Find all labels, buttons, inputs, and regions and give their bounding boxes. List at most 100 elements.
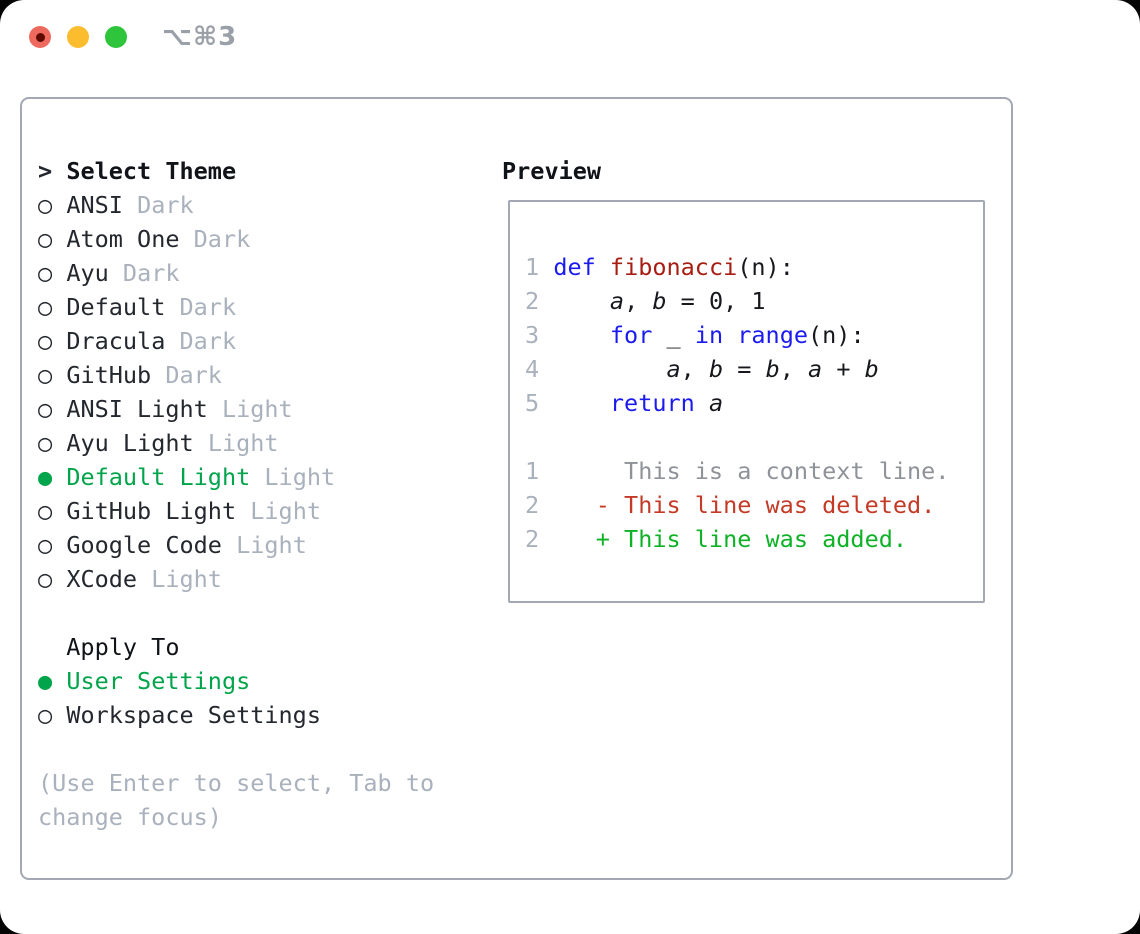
theme-option-variant: Light: [151, 565, 222, 593]
radio-unselected-icon: ○: [38, 259, 53, 287]
theme-option-ayu-dark[interactable]: ○ Ayu Dark: [38, 256, 434, 290]
code-token-plain: _: [652, 321, 695, 349]
radio-unselected-icon: ○: [38, 327, 53, 355]
code-line: 3 for _ in range(n):: [525, 318, 983, 352]
apply-to-header: Apply To: [66, 633, 180, 661]
theme-option-variant: Dark: [179, 293, 237, 321]
apply-to-options-list: ● User Settings ○ Workspace Settings: [38, 664, 434, 732]
theme-option-dracula-dark[interactable]: ○ Dracula Dark: [38, 324, 434, 358]
radio-unselected-icon: ○: [38, 531, 53, 559]
code-token-plain: ,: [680, 355, 709, 383]
code-token-plain: [723, 321, 737, 349]
radio-selected-icon: ●: [38, 463, 53, 491]
code-token-kw: def: [553, 253, 596, 281]
code-token-plain: (n):: [737, 253, 794, 281]
code-token-plain: [596, 253, 610, 281]
code-token-var: a: [609, 287, 625, 315]
code-token-var: b: [765, 355, 780, 383]
theme-option-label: GitHub Light: [66, 497, 237, 525]
code-token-plain: [695, 389, 709, 417]
code-token-plain: [539, 287, 610, 315]
code-token-num: 5: [525, 389, 540, 417]
theme-option-ansi-dark[interactable]: ○ ANSI Dark: [38, 188, 434, 222]
theme-option-label: Dracula: [66, 327, 166, 355]
code-token-plain: [539, 457, 624, 485]
preview-header: Preview: [502, 157, 602, 185]
code-token-add: + This line was added.: [595, 525, 908, 553]
apply-option-user-settings[interactable]: ● User Settings: [38, 664, 434, 698]
code-preview: 1 def fibonacci(n): 2 a, b = 0, 1 3 for _ …: [510, 202, 983, 556]
code-token-num: 3: [525, 321, 540, 349]
apply-option-label: Workspace Settings: [66, 701, 321, 729]
radio-unselected-icon: ○: [38, 293, 53, 321]
theme-option-label: Default: [66, 293, 166, 321]
code-token-var: b: [652, 287, 667, 315]
window-title: ⌥⌘3: [162, 22, 238, 52]
theme-option-github-dark[interactable]: ○ GitHub Dark: [38, 358, 434, 392]
theme-option-variant: Dark: [179, 327, 237, 355]
code-token-plain: [539, 321, 610, 349]
theme-option-variant: Light: [250, 497, 321, 525]
theme-option-variant: Dark: [122, 259, 180, 287]
theme-option-github-light-light[interactable]: ○ GitHub Light Light: [38, 494, 434, 528]
code-token-var: a: [666, 355, 681, 383]
theme-option-label: Ayu Light: [66, 429, 194, 457]
apply-option-label: User Settings: [66, 667, 251, 695]
code-token-plain: =: [723, 355, 766, 383]
help-text-line-2: change focus): [38, 803, 222, 831]
radio-unselected-icon: ○: [38, 701, 53, 729]
radio-selected-icon: ●: [38, 667, 53, 695]
zoom-window-button[interactable]: [105, 26, 127, 48]
code-token-num: 2: [525, 491, 540, 519]
select-theme-header: > Select Theme: [38, 154, 434, 188]
theme-option-variant: Light: [236, 531, 307, 559]
cursor-marker-icon: >: [38, 157, 53, 185]
code-line: 2 + This line was added.: [525, 522, 983, 556]
apply-option-workspace-settings[interactable]: ○ Workspace Settings: [38, 698, 434, 732]
code-token-plain: [539, 389, 610, 417]
code-token-var: b: [708, 355, 724, 383]
radio-unselected-icon: ○: [38, 429, 53, 457]
theme-option-default-light-light[interactable]: ● Default Light Light: [38, 460, 434, 494]
theme-option-label: XCode: [66, 565, 138, 593]
code-token-plain: +: [822, 355, 865, 383]
radio-unselected-icon: ○: [38, 565, 53, 593]
code-token-num: 1: [525, 457, 540, 485]
radio-unselected-icon: ○: [38, 361, 53, 389]
code-token-var: b: [864, 355, 879, 383]
theme-option-ayu-light-light[interactable]: ○ Ayu Light Light: [38, 426, 434, 460]
code-token-plain: = 0, 1: [666, 287, 766, 315]
theme-option-label: ANSI Light: [66, 395, 208, 423]
theme-option-xcode-light[interactable]: ○ XCode Light: [38, 562, 434, 596]
code-token-num: 2: [525, 525, 540, 553]
radio-unselected-icon: ○: [38, 191, 53, 219]
theme-option-label: Atom One: [66, 225, 180, 253]
code-token-plain: ,: [779, 355, 809, 383]
spacer: [38, 732, 434, 766]
theme-option-variant: Light: [264, 463, 336, 491]
code-line: 1 def fibonacci(n):: [525, 250, 983, 284]
code-token-kw: return: [609, 389, 695, 417]
code-token-var: a: [808, 355, 823, 383]
code-line: 2 - This line was deleted.: [525, 488, 983, 522]
theme-option-variant: Dark: [165, 361, 222, 389]
theme-picker-panel: > Select Theme ○ ANSI Dark ○ Atom One Da…: [20, 97, 1013, 880]
close-window-button[interactable]: [29, 26, 51, 48]
code-token-plain: ,: [624, 287, 653, 315]
code-token-kw: in: [694, 321, 724, 349]
minimize-window-button[interactable]: [67, 26, 89, 48]
theme-option-ansi-light-light[interactable]: ○ ANSI Light Light: [38, 392, 434, 426]
theme-option-default-dark[interactable]: ○ Default Dark: [38, 290, 434, 324]
theme-options-list: ○ ANSI Dark ○ Atom One Dark ○ Ayu Dark ○…: [38, 188, 434, 596]
radio-unselected-icon: ○: [38, 497, 53, 525]
theme-option-google-code-light[interactable]: ○ Google Code Light: [38, 528, 434, 562]
code-token-kw: range: [737, 321, 809, 349]
theme-option-variant: Dark: [193, 225, 251, 253]
radio-unselected-icon: ○: [38, 395, 53, 423]
window-titlebar: ⌥⌘3: [29, 22, 237, 52]
code-token-fn: fibonacci: [609, 253, 738, 281]
code-token-num: 2: [525, 287, 540, 315]
help-text-line-1: (Use Enter to select, Tab to: [38, 769, 435, 797]
theme-option-atom-one-dark[interactable]: ○ Atom One Dark: [38, 222, 434, 256]
